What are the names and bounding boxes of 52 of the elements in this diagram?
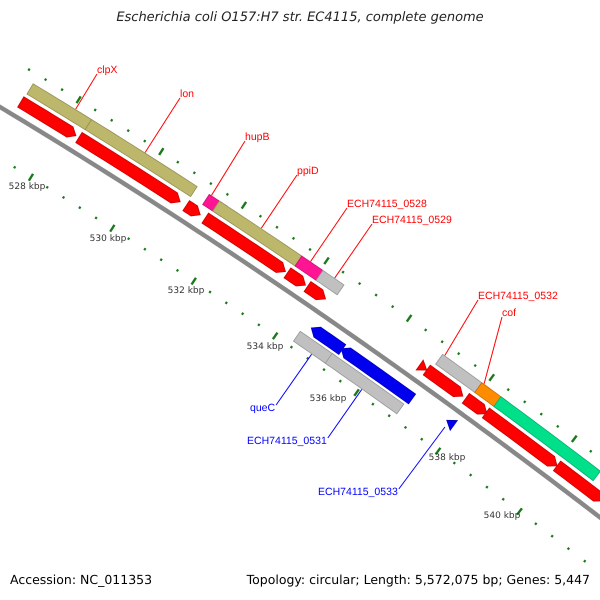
gene-bar <box>26 83 92 130</box>
leader-line <box>276 354 312 406</box>
leader-line <box>75 74 98 110</box>
gene-label: hupB <box>245 131 270 143</box>
info-text: Topology: circular; Length: 5,572,075 bp; Genes: 5,447 <box>246 574 590 586</box>
gene-feature <box>482 408 558 467</box>
gene-feature <box>446 420 458 432</box>
gene-feature <box>201 212 286 273</box>
gene-bar <box>84 118 198 198</box>
gene-bar <box>212 200 302 267</box>
gene-feature <box>462 392 488 415</box>
info-text: Accession: NC_011353 <box>10 574 152 586</box>
gene-bar <box>493 396 600 482</box>
gene-bar <box>435 354 482 393</box>
scale-label: 528 kbp <box>8 181 46 193</box>
scale-label: 532 kbp <box>166 285 206 297</box>
leader-line <box>334 224 372 278</box>
gene-bar <box>324 352 404 414</box>
gene-label: clpX <box>97 64 118 76</box>
leader-line <box>327 388 362 438</box>
gene-feature <box>17 96 76 138</box>
scale-label: 536 kbp <box>308 393 348 405</box>
gene-feature <box>304 281 326 300</box>
gene-label: ECH74115_0532 <box>478 290 558 302</box>
gene-label: lon <box>180 88 194 100</box>
leader-line <box>398 426 446 490</box>
gene-label: ECH74115_0529 <box>372 214 452 226</box>
gene-feature <box>75 132 181 204</box>
scale-label: 534 kbp <box>246 341 284 353</box>
leader-line <box>211 140 246 196</box>
gene-feature <box>552 460 600 502</box>
gene-feature <box>415 359 428 370</box>
gene-label: ECH74115_0531 <box>247 435 327 447</box>
gene-bar <box>316 270 345 296</box>
gene-label: ECH74115_0528 <box>347 198 427 210</box>
title: Escherichia coli O157:H7 str. EC4115, complete genome <box>115 12 485 24</box>
leader-line <box>144 98 180 154</box>
scale-label: 540 kbp <box>482 510 522 522</box>
gene-feature <box>284 267 306 286</box>
gene-feature <box>182 200 201 216</box>
gene-bar <box>294 255 324 281</box>
gene-label: ECH74115_0533 <box>318 486 398 498</box>
gene-label: ppiD <box>297 165 319 177</box>
gene-label: queC <box>250 402 276 414</box>
leader-line <box>444 300 478 356</box>
gene-feature <box>310 326 346 355</box>
scale-label: 530 kbp <box>88 233 128 245</box>
leader-line <box>484 316 502 384</box>
gene-label: cof <box>502 307 516 319</box>
gene-feature <box>422 364 464 398</box>
leader-line <box>310 208 348 262</box>
scale-label: 538 kbp <box>428 452 466 464</box>
